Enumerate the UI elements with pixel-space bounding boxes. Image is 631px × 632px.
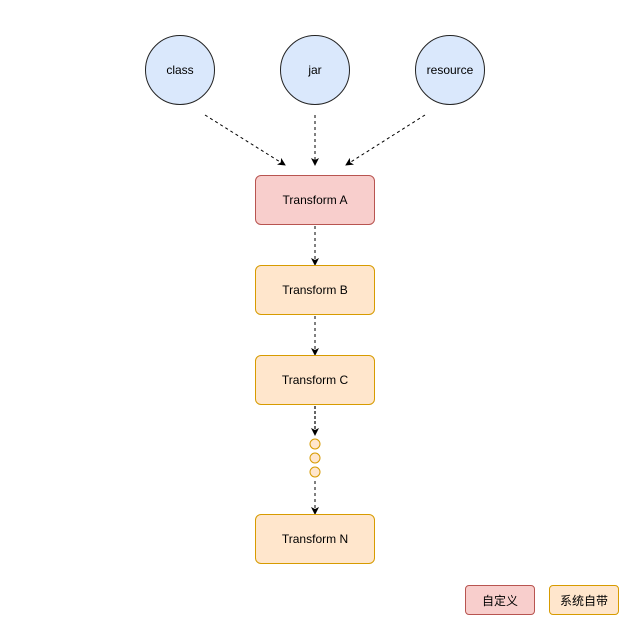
input-node-resource: resource — [415, 35, 485, 105]
transform-n-node: Transform N — [255, 514, 375, 564]
input-node-jar: jar — [280, 35, 350, 105]
arrow-resource-to-transform-a — [345, 114, 426, 166]
transform-c-node: Transform C — [255, 355, 375, 405]
transform-c-label: Transform C — [281, 373, 349, 387]
transform-a-node: Transform A — [255, 175, 375, 225]
legend-custom-label: 自定义 — [481, 593, 518, 608]
ellipsis-dot-1 — [309, 438, 321, 450]
input-label-resource: resource — [426, 63, 474, 77]
transform-b-label: Transform B — [282, 283, 348, 297]
legend-builtin: 系统自带 — [549, 585, 619, 615]
legend-custom: 自定义 — [465, 585, 535, 615]
ellipsis-dot-2 — [309, 452, 321, 464]
input-label-jar: jar — [308, 63, 322, 77]
transform-a-label: Transform A — [282, 193, 348, 207]
transform-n-label: Transform N — [281, 532, 349, 546]
legend-builtin-label: 系统自带 — [559, 593, 608, 608]
arrow-class-to-transform-a — [204, 114, 286, 166]
transform-b-node: Transform B — [255, 265, 375, 315]
input-label-class: class — [166, 63, 194, 77]
ellipsis-dot-3 — [309, 466, 321, 478]
input-node-class: class — [145, 35, 215, 105]
